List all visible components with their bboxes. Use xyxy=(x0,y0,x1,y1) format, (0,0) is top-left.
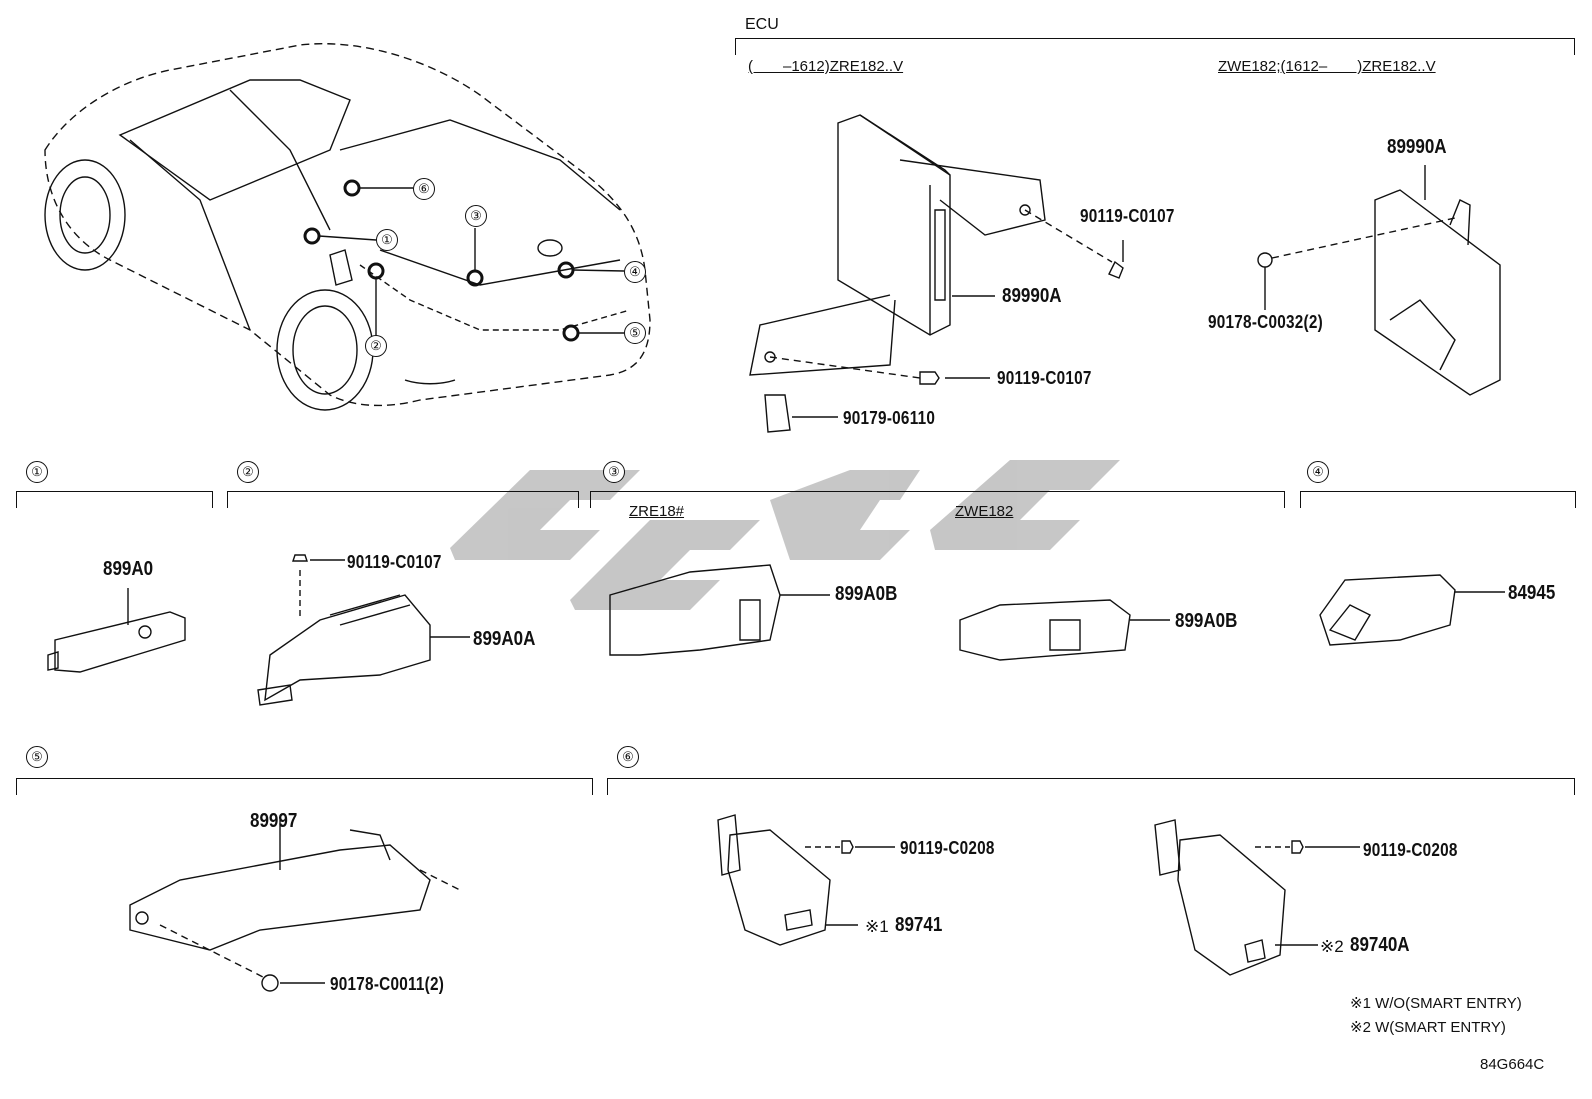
section-4-bracket xyxy=(1300,491,1576,508)
section-3-number: ③ xyxy=(603,461,625,483)
part-89741-drawing xyxy=(717,814,895,946)
ecu-left-drawing xyxy=(749,114,1124,433)
section-5-number: ⑤ xyxy=(26,746,48,768)
note-1: ※1 W/O(SMART ENTRY) xyxy=(1350,995,1522,1012)
car-callout-6[interactable]: ⑥ xyxy=(413,178,435,200)
part-90119-C0208-a-label[interactable]: 90119-C0208 xyxy=(900,838,995,858)
part-899A0B-right-drawing xyxy=(959,599,1170,661)
part-89997-drawing xyxy=(129,820,461,992)
part-89740A-drawing xyxy=(1154,819,1360,976)
ecu-right-unit[interactable]: 89990A xyxy=(1387,136,1447,158)
part-899A0-label[interactable]: 899A0 xyxy=(103,558,154,580)
ecu-left-bolt-bottom[interactable]: 90119-C0107 xyxy=(997,368,1092,388)
part-899A0B-right-label[interactable]: 899A0B xyxy=(1175,610,1238,632)
section-2-bracket xyxy=(227,491,579,508)
ecu-bracket xyxy=(735,38,1575,55)
part-89997-label[interactable]: 89997 xyxy=(250,810,298,832)
part-90119-C0107-s2-label[interactable]: 90119-C0107 xyxy=(347,552,442,572)
car-callout-3[interactable]: ③ xyxy=(465,205,487,227)
ecu-left-bolt-top[interactable]: 90119-C0107 xyxy=(1080,206,1175,226)
part-84945-drawing xyxy=(1319,574,1505,646)
section-3-bracket xyxy=(590,491,1285,508)
part-90119-C0208-b-label[interactable]: 90119-C0208 xyxy=(1363,840,1458,860)
part-899A0B-left-drawing xyxy=(609,564,830,656)
part-90178-C0011-label[interactable]: 90178-C0011(2) xyxy=(330,974,445,994)
section-3-variant-left: ZRE18# xyxy=(629,503,685,520)
ecu-left-clip[interactable]: 90179-06110 xyxy=(843,408,936,428)
part-899A0A-label[interactable]: 899A0A xyxy=(473,628,536,650)
car-callout-4[interactable]: ④ xyxy=(624,261,646,283)
section-3-variant-right: ZWE182 xyxy=(955,503,1014,520)
section-1-bracket xyxy=(16,491,213,508)
section-1-number: ① xyxy=(26,461,48,483)
mark-1: ※1 xyxy=(865,917,889,936)
section-5-bracket xyxy=(16,778,593,795)
part-899A0B-left-label[interactable]: 899A0B xyxy=(835,583,898,605)
ecu-right-nut[interactable]: 90178-C0032(2) xyxy=(1208,312,1324,332)
watermark-logo xyxy=(450,460,1120,610)
section-4-number: ④ xyxy=(1307,461,1329,483)
section-6-number: ⑥ xyxy=(617,746,639,768)
car-drawing xyxy=(44,43,651,411)
car-callout-1[interactable]: ① xyxy=(376,229,398,251)
part-89741-label[interactable]: 89741 xyxy=(895,914,943,936)
section-2-number: ② xyxy=(237,461,259,483)
note-2: ※2 W(SMART ENTRY) xyxy=(1350,1019,1506,1036)
part-89740A-label[interactable]: 89740A xyxy=(1350,934,1410,956)
ecu-left-unit[interactable]: 89990A xyxy=(1002,285,1062,307)
section-6-bracket xyxy=(607,778,1575,795)
car-callout-2[interactable]: ② xyxy=(365,335,387,357)
car-callout-5[interactable]: ⑤ xyxy=(624,322,646,344)
part-84945-label[interactable]: 84945 xyxy=(1508,582,1556,604)
ecu-title: ECU xyxy=(745,16,779,33)
ecu-variant-left: ( –1612)ZRE182..V xyxy=(748,58,904,75)
mark-2: ※2 xyxy=(1320,937,1344,956)
ecu-right-drawing xyxy=(1257,165,1501,396)
ecu-variant-right: ZWE182;(1612– )ZRE182..V xyxy=(1218,58,1436,75)
part-899A0A-drawing xyxy=(257,554,470,706)
diagram-code: 84G664C xyxy=(1480,1056,1545,1073)
part-899A0-drawing xyxy=(47,588,186,673)
